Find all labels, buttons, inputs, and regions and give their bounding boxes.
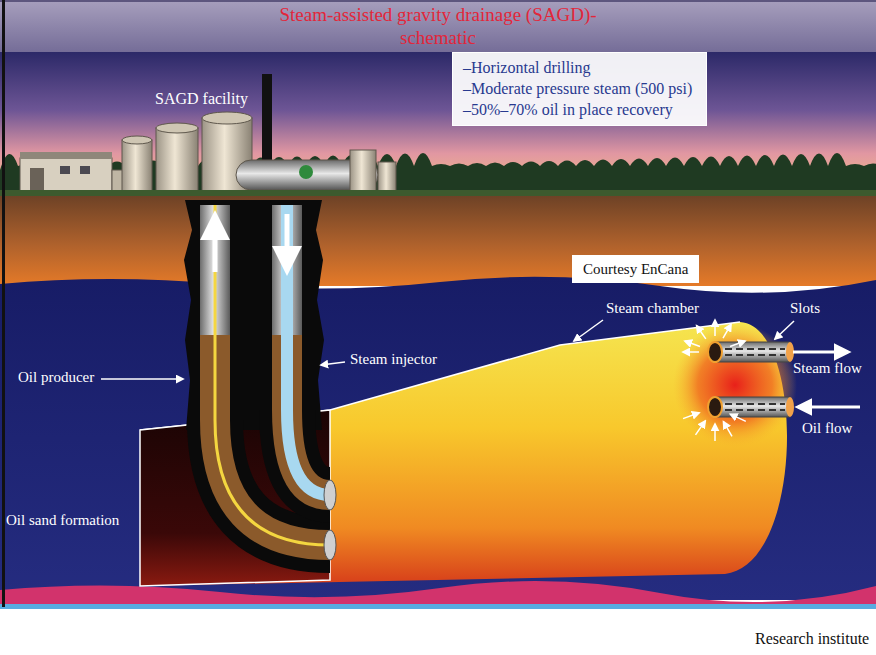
sagd-facility <box>0 74 876 196</box>
leader-lines <box>101 378 183 380</box>
slotted-liners <box>708 342 794 417</box>
overburden-layer <box>0 196 876 286</box>
steam-chamber <box>673 323 797 447</box>
slotted-liners <box>715 397 790 417</box>
oil-sand-ground <box>0 604 876 609</box>
source-note: Research institute <box>755 630 869 648</box>
steam-and-oil-arrows <box>683 413 699 419</box>
well-label: Oil producer <box>18 369 94 386</box>
steam-and-oil-arrows <box>697 326 706 339</box>
box-text: –50%–70% oil in place recovery <box>463 99 692 120</box>
sagd-facility <box>350 150 376 192</box>
title-band <box>0 0 876 52</box>
slots-label: Slots <box>790 300 820 317</box>
steam-and-oil-arrows <box>685 341 700 346</box>
sagd-facility <box>20 152 112 159</box>
steam-injector-well <box>272 205 336 510</box>
title-band <box>0 0 876 52</box>
sagd-facility <box>156 128 198 192</box>
formation-label: Oil sand formation <box>6 512 119 529</box>
credit-box: Courtesy EnCana <box>572 255 699 283</box>
steam-and-oil-arrows <box>683 351 699 353</box>
overburden-layer <box>0 196 876 286</box>
steam-injector-well <box>324 480 336 510</box>
info-box: –Horizontal drilling–Moderate pressure s… <box>452 52 707 126</box>
steam-and-oil-arrows <box>730 414 745 421</box>
steam-and-oil-arrows <box>723 324 731 338</box>
leader-lines <box>321 362 345 365</box>
sagd-facility <box>156 123 198 133</box>
steam-injector-well <box>285 214 290 270</box>
slotted-liners <box>708 342 722 362</box>
slotted-liners <box>725 348 785 350</box>
oil-producer-well <box>213 216 218 272</box>
flow-label: Steam flow <box>793 360 862 377</box>
leader-lines <box>775 321 794 339</box>
diagram-title: Steam-assisted gravity drainage (SAGD)- … <box>248 4 628 50</box>
flow-arrows <box>798 406 860 409</box>
chamber-label: Steam chamber <box>606 300 699 317</box>
oil-sand-ground <box>2 0 5 607</box>
box-text: –Horizontal drilling <box>463 57 692 78</box>
slotted-liners <box>715 342 790 362</box>
slotted-liners <box>786 342 794 362</box>
steam-and-oil-arrows <box>683 320 746 441</box>
sagd-facility <box>299 165 313 179</box>
oil-producer-well <box>200 205 336 560</box>
slotted-liners <box>725 403 785 405</box>
box-text: Courtesy EnCana <box>583 260 688 278</box>
oil-sand-ground <box>0 581 876 606</box>
title-band <box>0 0 876 2</box>
sagd-facility <box>122 140 152 192</box>
sagd-facility <box>202 112 252 124</box>
oil-producer-well <box>324 530 336 560</box>
well-label: Steam injector <box>350 351 437 368</box>
steam-and-oil-arrows <box>695 421 705 435</box>
leader-lines <box>574 320 603 341</box>
steam-and-oil-arrows <box>714 424 716 441</box>
slotted-liners <box>725 354 785 356</box>
steam-injector-well <box>287 205 330 495</box>
sagd-facility <box>80 166 90 174</box>
oil-sand-ground <box>0 277 876 600</box>
steam-and-oil-arrows <box>724 422 733 437</box>
flow-arrows <box>793 351 848 354</box>
sagd-facility <box>378 162 396 192</box>
oil-sand-ground <box>0 609 876 655</box>
sagd-facility <box>30 168 44 192</box>
well-boreholes <box>184 200 330 545</box>
steam-and-oil-arrows <box>730 341 745 346</box>
sagd-facility <box>122 136 152 144</box>
slotted-liners <box>786 397 794 417</box>
oil-producer-well <box>215 205 330 545</box>
steam-and-oil-arrows <box>714 320 716 336</box>
flow-label: Oil flow <box>802 420 852 437</box>
facility-label: SAGD facility <box>155 90 248 108</box>
slotted-liners <box>725 409 785 411</box>
box-text: –Moderate pressure steam (500 psi) <box>463 78 692 99</box>
sagd-facility <box>262 74 272 174</box>
sagd-facility <box>60 166 70 174</box>
sagd-facility <box>0 190 876 196</box>
sagd-facility <box>20 158 112 192</box>
leader-lines <box>101 320 794 379</box>
slotted-liners <box>708 397 722 417</box>
oil-producer-well <box>215 205 330 545</box>
